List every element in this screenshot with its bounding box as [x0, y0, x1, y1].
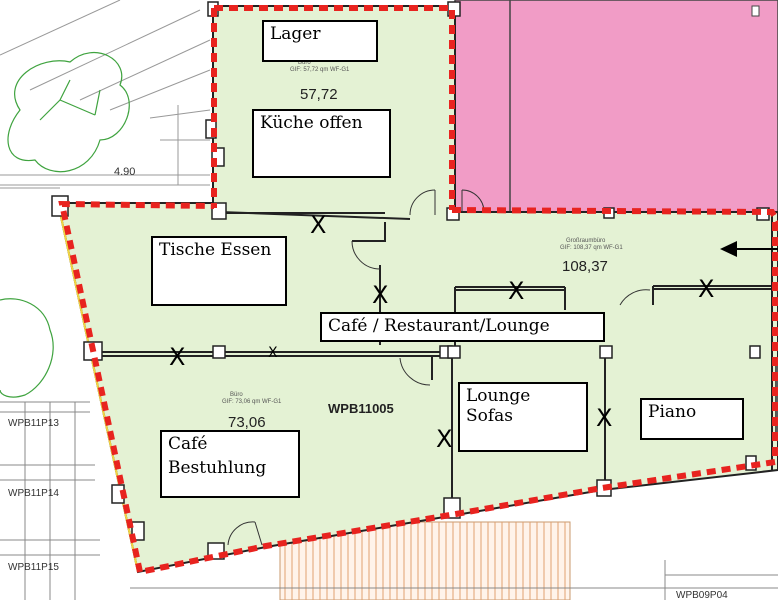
room-gif-kueche: GIF: 57,72 qm WF-G1: [290, 67, 350, 73]
label-tische-essen: Tische Essen: [151, 236, 287, 306]
label-cafe-restaurant-lounge: Café / Restaurant/Lounge: [320, 312, 605, 342]
side-unit-p14: WPB11P14: [8, 488, 59, 499]
x-mark: X: [436, 425, 453, 453]
label-lager: Lager: [262, 20, 378, 62]
side-unit-p13: WPB11P13: [8, 418, 59, 429]
x-mark: X: [372, 281, 389, 309]
x-mark: X: [310, 211, 327, 239]
highlight-outline: [58, 5, 778, 575]
entrance-arrow-icon: [720, 241, 778, 257]
room-name-buero: Büro: [230, 392, 243, 398]
dimension-label: 4.90: [114, 166, 136, 178]
site-context-lines: [0, 0, 211, 189]
neighbor-unit-bottom: [130, 560, 778, 600]
x-mark: X: [169, 343, 186, 371]
tree-icon: [7, 52, 130, 173]
label-lounge-sofas: Lounge Sofas: [458, 382, 588, 452]
x-mark: X: [596, 404, 613, 432]
room-area-gross: 108,37: [562, 258, 608, 275]
room-gif-gross: GIF: 108,37 qm WF-G1: [560, 245, 623, 251]
bottom-unit: WPB09P04: [676, 590, 728, 601]
label-bestuhlung-line: Bestuhlung: [168, 458, 267, 478]
room-name-kueche: Büro: [298, 60, 311, 66]
tree-icon: [0, 298, 54, 398]
side-unit-p15: WPB11P15: [8, 562, 59, 573]
room-area-buero: 73,06: [228, 414, 266, 431]
x-mark: X: [508, 277, 525, 305]
side-units-grid: [0, 401, 100, 600]
label-kueche-offen: Küche offen: [252, 109, 391, 178]
room-area-kueche: 57,72: [300, 86, 338, 103]
room-gif-buero: GIF: 73,06 qm WF-G1: [222, 399, 282, 405]
interior-walls: [95, 211, 778, 512]
room-name-gross: Großraumbüro: [566, 238, 606, 244]
unit-code: WPB11005: [328, 401, 394, 416]
label-cafe-bestuhlung: Café Bestuhlung: [160, 430, 300, 498]
label-cafe-line: Café: [168, 434, 208, 454]
label-piano: Piano: [640, 398, 744, 440]
x-mark: X: [268, 345, 278, 361]
neighbor-unit-pink: [454, 0, 778, 213]
x-mark: X: [698, 275, 715, 303]
